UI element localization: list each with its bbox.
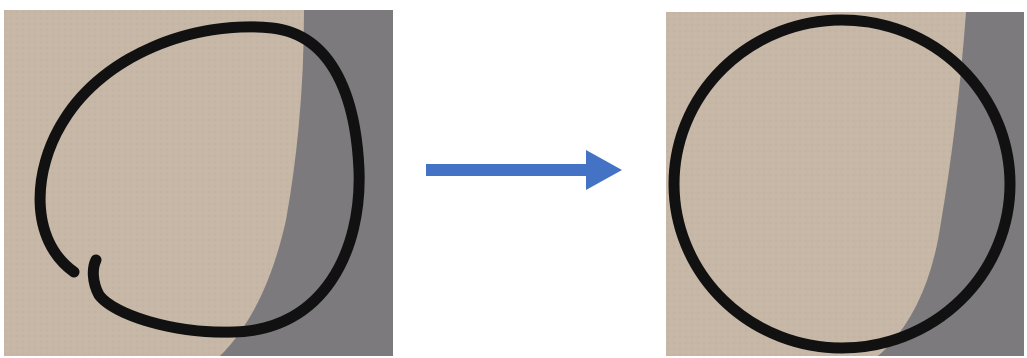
- before-panel-canvas: [4, 10, 393, 356]
- transition-arrow: [426, 150, 626, 190]
- after-panel: [666, 12, 1024, 356]
- before-panel: [4, 10, 393, 356]
- arrow-head: [586, 150, 622, 190]
- after-panel-canvas: [666, 12, 1024, 356]
- arrow-shaft: [426, 164, 591, 176]
